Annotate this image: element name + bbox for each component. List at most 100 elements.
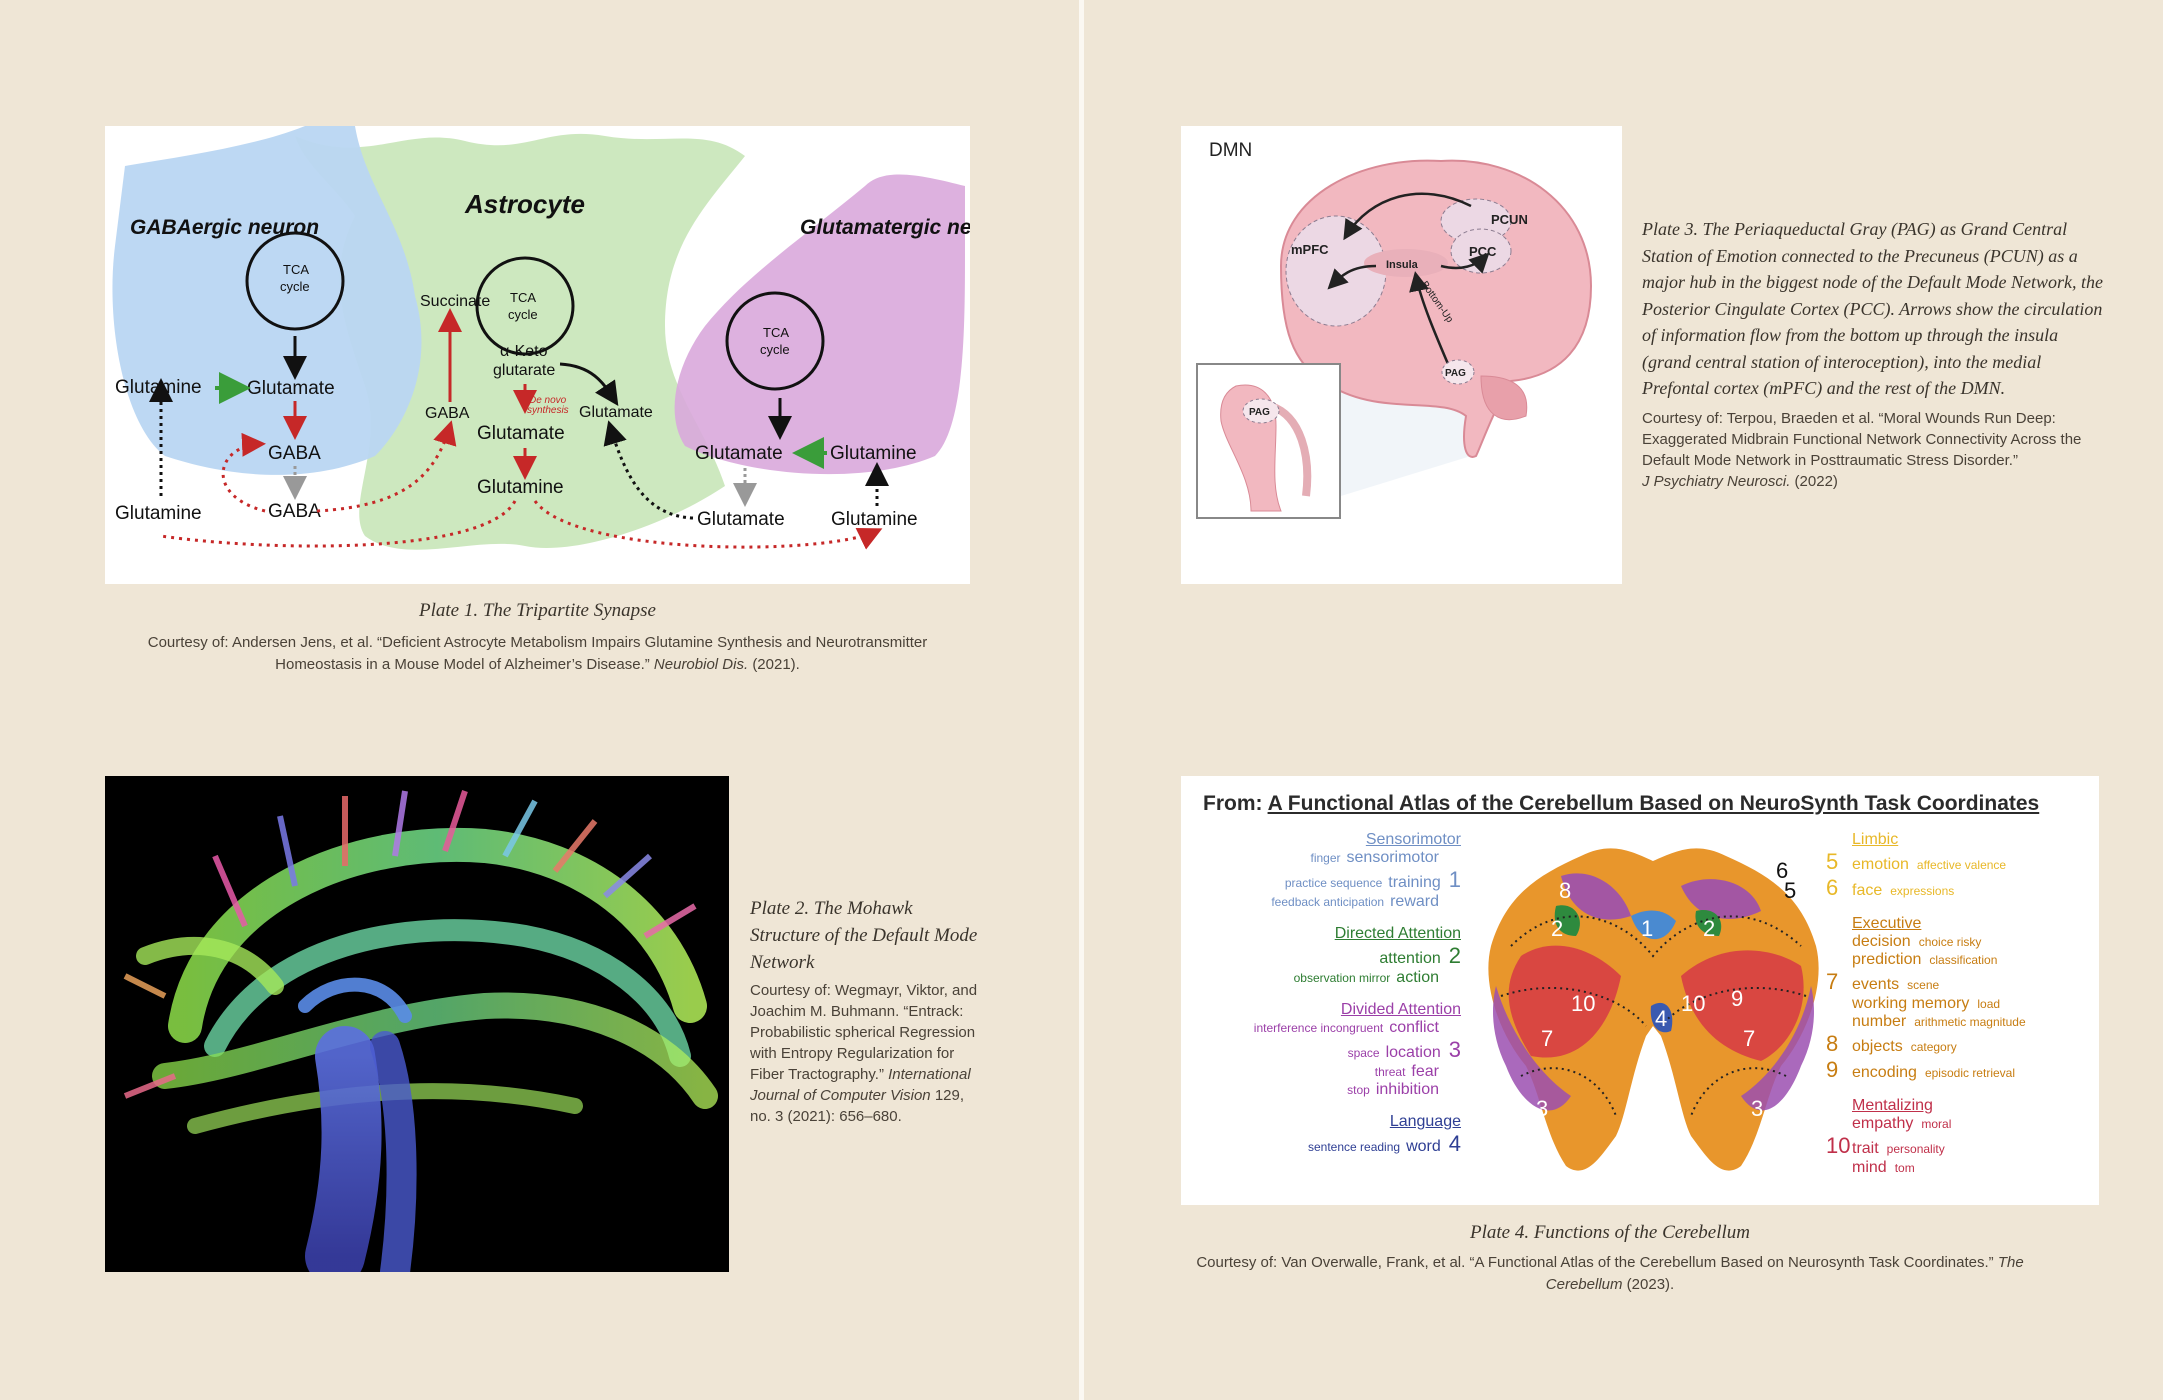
lobule-borders [1500, 915, 1807, 1117]
legend-number: 7 [1826, 969, 1839, 994]
legend-number: 10 [1826, 1133, 1851, 1158]
tca-label: TCA [763, 325, 789, 340]
legend-major-term: working memory [1852, 995, 1970, 1012]
plate1-credit-journal: Neurobiol Dis. [653, 656, 749, 673]
plate4-figure: From: A Functional Atlas of the Cerebell… [1181, 776, 2099, 1205]
legend-major-term: word [1406, 1138, 1441, 1155]
node-glutamine-glu: Glutamine [830, 443, 917, 464]
map-number-4: 4 [1655, 1006, 1667, 1031]
legend-number: 6 [1826, 875, 1839, 900]
node-glutamine-gaba: Glutamine [115, 377, 202, 398]
map-number-1: 1 [1641, 916, 1653, 941]
plate3-figure: DMN mPFC PCUN PCC Insula Bottom-Up PAG P… [1181, 126, 1622, 584]
legend-major-term: emotion [1852, 856, 1909, 873]
legend-major-term: reward [1390, 893, 1439, 910]
cortical-projections [123, 790, 697, 1099]
legend-number: 1 [1448, 867, 1461, 892]
plate4-credit-journal: The Cerebellum [1545, 1254, 2024, 1293]
legend-row: 6 face expressions [1826, 875, 2086, 901]
plate3-credit-text: Courtesy of: Terpou, Braeden et al. “Mor… [1642, 409, 2082, 469]
legend-header: Directed Attention [1334, 925, 1461, 942]
fiber-bundles [136, 828, 718, 1272]
insula-region [1364, 249, 1448, 277]
legend-number: 8 [1826, 1031, 1839, 1056]
plate4-credit-year: (2023). [1626, 1276, 1675, 1293]
legend-header: Sensorimotor [1365, 831, 1461, 848]
pcc-label: PCC [1469, 244, 1497, 259]
node-glutamine-glu-2: Glutamine [831, 509, 918, 530]
tca-cycle-glu [725, 291, 825, 391]
tca-cycle-gaba [245, 231, 345, 331]
legend-major-term: training [1388, 874, 1441, 891]
map-number-7: 7 [1743, 1026, 1755, 1051]
legend-minor-term: observation mirror [1293, 971, 1391, 985]
legend-number: 5 [1826, 849, 1839, 874]
node-gaba-astro: GABA [425, 405, 470, 422]
legend-minor-term: expressions [1890, 884, 1955, 898]
legend-major-term: sensorimotor [1346, 849, 1439, 866]
dmn-label: DMN [1209, 140, 1252, 161]
legend-minor-term: space [1347, 1046, 1380, 1060]
map-number-7: 7 [1541, 1026, 1553, 1051]
node-glutamate-gaba: Glutamate [247, 378, 335, 399]
legend-minor-term: moral [1921, 1117, 1952, 1131]
legend-major-term: mind [1852, 1159, 1887, 1176]
legend-minor-term: feedback anticipation [1271, 895, 1385, 909]
map-number-2: 2 [1703, 916, 1715, 941]
plate1-credit-year: (2021). [752, 656, 800, 673]
legend-header: Executive [1852, 915, 1922, 932]
plate2-credit: Courtesy of: Wegmayr, Viktor, and Joachi… [750, 980, 982, 1127]
legend-minor-term: choice risky [1918, 935, 1982, 949]
legend-header: Mentalizing [1852, 1097, 1933, 1114]
legend-minor-term: personality [1886, 1142, 1945, 1156]
node-glutamate-glu-2: Glutamate [697, 509, 785, 530]
plate3-credit: Courtesy of: Terpou, Braeden et al. “Mor… [1642, 408, 2104, 492]
map-number-3: 3 [1751, 1096, 1763, 1121]
gaba-neuron-label: GABAergic neuron [130, 216, 319, 239]
cycle-label: cycle [280, 279, 310, 294]
cycle-label: cycle [508, 307, 538, 322]
pcc-region [1450, 228, 1512, 274]
legend-minor-term: sentence reading [1307, 1140, 1401, 1154]
plate3-credit-year: (2022) [1794, 472, 1838, 490]
tripartite-synapse-diagram: GABAergic neuron Astrocyte Glutamatergic… [112, 126, 970, 550]
map-number-10: 10 [1571, 991, 1595, 1016]
legend-major-term: objects [1852, 1038, 1903, 1055]
plate2-caption: Plate 2. The Mohawk Structure of the Def… [750, 895, 982, 1127]
map-number-5: 5 [1784, 878, 1796, 903]
glu-neuron-label: Glutamatergic neuron [800, 216, 970, 239]
denovo-label: De novo [529, 395, 567, 406]
plate3-caption: Plate 3. The Periaqueductal Gray (PAG) a… [1642, 216, 2104, 492]
legend-header: Language [1389, 1113, 1461, 1130]
legend-row: working memory load [1826, 995, 2086, 1013]
plate2-credit-text: Courtesy of: Wegmayr, Viktor, and Joachi… [750, 982, 978, 1083]
pag-marker [1441, 359, 1475, 385]
map-number-8: 8 [1559, 878, 1571, 903]
plate2-figure [105, 776, 729, 1272]
legend-row: feedback anticipation reward [1221, 893, 1461, 911]
insula-label: Insula [1386, 259, 1419, 271]
map-number-2: 2 [1551, 916, 1563, 941]
legend-minor-term: load [1977, 997, 2001, 1011]
node-glutarate: glutarate [493, 362, 555, 379]
legend-major-term: number [1852, 1013, 1907, 1030]
plate4-title: Plate 4. Functions of the Cerebellum [1469, 1222, 1751, 1243]
cerebellum-map: 8 2 1 2 10 4 10 9 7 7 3 3 6 5 [1488, 848, 1819, 1171]
legend-major-term: face [1852, 882, 1883, 899]
legend-number: 9 [1826, 1057, 1839, 1082]
legend-minor-term: tom [1894, 1161, 1915, 1175]
plate1-credit: Courtesy of: Andersen Jens, et al. “Defi… [105, 632, 970, 676]
plate1-figure: GABAergic neuron Astrocyte Glutamatergic… [105, 126, 970, 584]
